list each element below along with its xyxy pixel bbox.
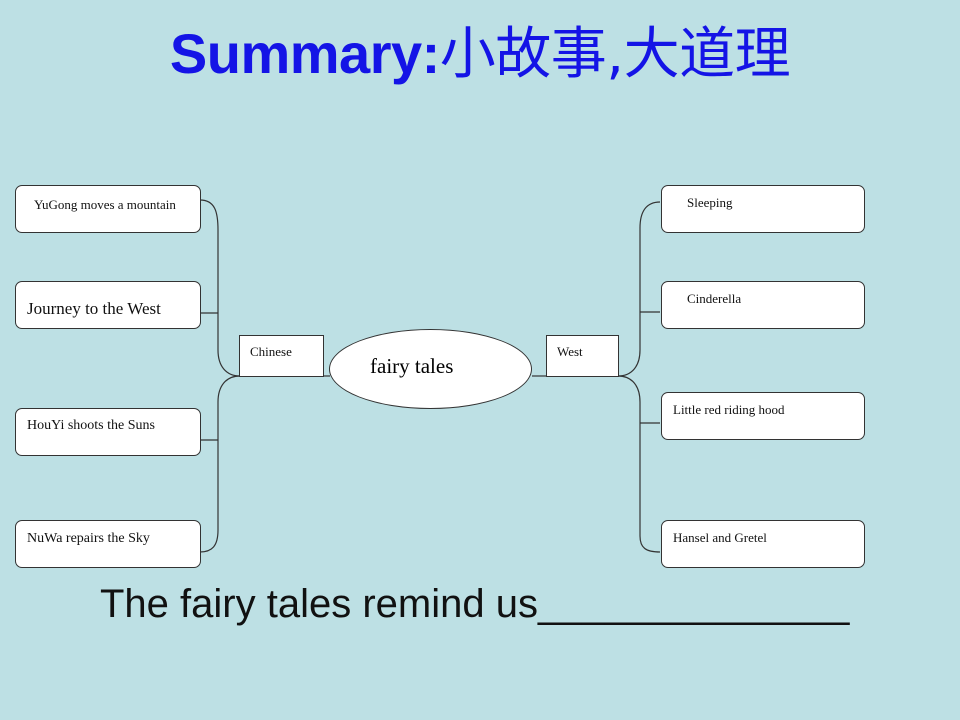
right-upper-brace xyxy=(617,201,661,377)
right-item-label: Hansel and Gretel xyxy=(673,530,767,545)
right-lower-brace xyxy=(617,375,661,553)
left-item-label: HouYi shoots the Suns xyxy=(27,418,155,433)
left-lower-brace xyxy=(199,375,241,553)
category-label: Chinese xyxy=(250,344,292,359)
left-upper-brace xyxy=(199,199,241,377)
answer-blank: ______________ xyxy=(537,582,850,626)
prompt-text: The fairy tales remind us xyxy=(100,582,538,626)
left-item-label: Journey to the West xyxy=(27,299,161,318)
center-label: fairy tales xyxy=(370,354,454,378)
left-item-label: YuGong moves a mountain xyxy=(34,197,176,212)
title-latin: Summary: xyxy=(169,22,440,85)
center-node: fairy tales xyxy=(329,329,532,409)
summary-prompt: The fairy tales remind us______________ xyxy=(100,582,849,627)
title-cjk: 小故事,大道理 xyxy=(439,22,791,87)
category-west: West xyxy=(546,335,619,377)
right-item-label: Cinderella xyxy=(687,291,742,306)
left-item-nuwa: NuWa repairs the Sky xyxy=(15,520,201,568)
right-item-red-riding-hood: Little red riding hood xyxy=(661,392,865,440)
right-item-label: Little red riding hood xyxy=(673,402,785,417)
right-item-hansel-gretel: Hansel and Gretel xyxy=(661,520,865,568)
left-item-journey: Journey to the West xyxy=(15,281,201,329)
right-item-sleeping: Sleeping xyxy=(661,185,865,233)
category-chinese: Chinese xyxy=(239,335,324,377)
right-item-cinderella: Cinderella xyxy=(661,281,865,329)
slide-title: Summary:小故事,大道理 xyxy=(0,14,960,95)
category-label: West xyxy=(557,344,583,359)
left-item-label: NuWa repairs the Sky xyxy=(27,531,150,546)
right-item-label: Sleeping xyxy=(687,195,733,210)
left-item-houyi: HouYi shoots the Suns xyxy=(15,408,201,456)
left-item-yugong: YuGong moves a mountain xyxy=(15,185,201,233)
